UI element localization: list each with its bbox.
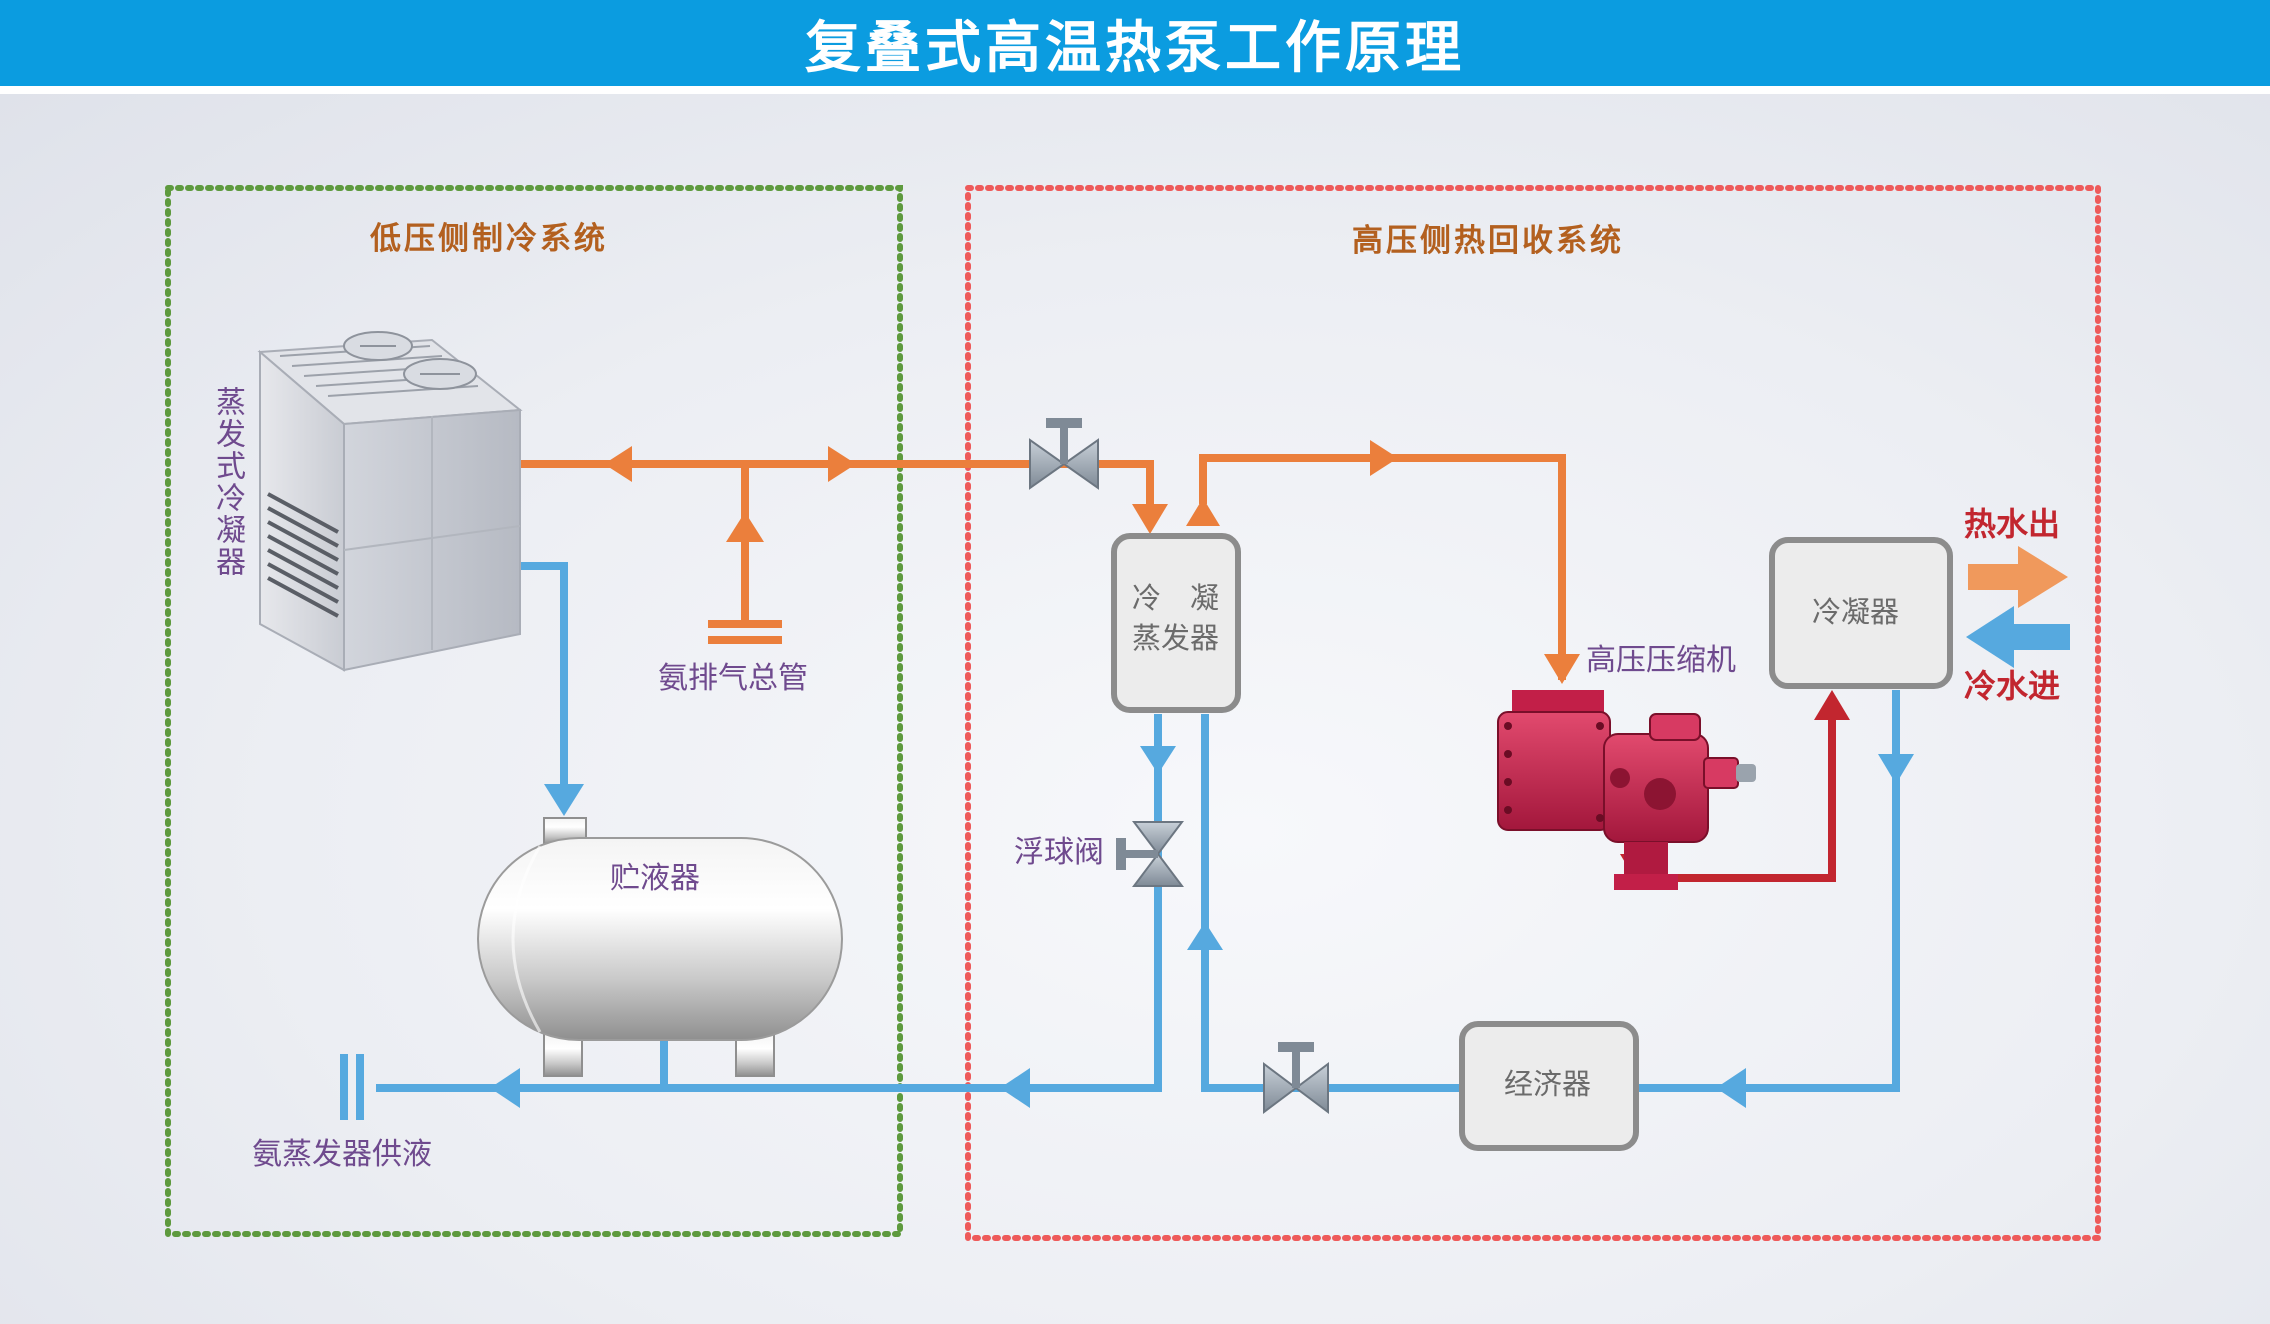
page-title-bar: 复叠式高温热泵工作原理: [0, 0, 2270, 86]
low-pressure-section-border: [165, 185, 903, 1237]
page-title: 复叠式高温热泵工作原理: [805, 15, 1465, 81]
cold-water-arrow: [1966, 606, 2070, 668]
ammonia-supply-bar-1: [340, 1054, 348, 1120]
blue-arrow-down-to-receiver: [544, 784, 584, 816]
condenser-box: [1769, 537, 1953, 689]
expansion-valve-bottom: [1263, 1042, 1329, 1114]
high-pressure-section-border: [965, 185, 2101, 1241]
red-arrow-up: [1814, 690, 1850, 720]
orange-arrow-left: [604, 446, 632, 482]
evaporative-condenser-label: 蒸发式冷凝器: [210, 386, 245, 578]
blue-arrow-left-mid: [1000, 1068, 1030, 1108]
diagram-canvas: 低压侧制冷系统 高压侧热回收系统 蒸发式冷凝器 氨排气总管 贮液器 氨蒸发器供液…: [0, 94, 2270, 1324]
cold-water-in-label: 冷水进: [1964, 667, 2061, 705]
orange-arrow-down-to-condevap: [1132, 504, 1168, 534]
ammonia-exhaust-header-label: 氨排气总管: [658, 661, 808, 696]
orange-arrows: [604, 440, 1580, 684]
economizer-label: 经济器: [1504, 1067, 1592, 1101]
orange-arrow-down-to-compressor: [1544, 654, 1580, 684]
blue-arrow-down-condenser: [1878, 754, 1914, 784]
condensing-evaporator-label-line2: 蒸发器: [1132, 621, 1220, 655]
ammonia-supply-bar-2: [356, 1054, 364, 1120]
orange-arrow-right: [828, 446, 856, 482]
orange-arrow-right-top: [1370, 440, 1398, 476]
low-pressure-system-title: 低压侧制冷系统: [370, 221, 608, 257]
condenser-label: 冷凝器: [1812, 595, 1900, 629]
blue-arrow-down-condevap: [1140, 746, 1176, 774]
high-pressure-compressor: [1497, 690, 1756, 890]
receiver-label: 贮液器: [610, 861, 700, 896]
float-valve-symbol: [1116, 821, 1184, 887]
orange-arrow-up: [726, 512, 764, 542]
economizer-box: [1459, 1021, 1639, 1151]
diagram-svg: [165, 185, 2101, 1241]
orange-arrow-up-from-condevap: [1186, 498, 1220, 526]
receiver-tank: [477, 817, 843, 1077]
title-underline: [0, 86, 2270, 94]
blue-arrow-up-return: [1187, 922, 1223, 950]
high-pressure-system-title: 高压侧热回收系统: [1352, 223, 1624, 259]
ammonia-exhaust-cap-bottom: [708, 636, 782, 644]
evaporative-condenser-unit: [257, 331, 523, 672]
high-pressure-compressor-label: 高压压缩机: [1586, 643, 1736, 678]
orange-pipes: [520, 454, 1566, 680]
blue-arrows: [490, 746, 1914, 1108]
condensing-evaporator-box: [1111, 533, 1241, 713]
condensing-evaporator-label-line1: 冷 凝: [1132, 581, 1220, 615]
hot-water-arrow: [1968, 546, 2068, 608]
expansion-valve-top: [1029, 418, 1099, 490]
hot-water-out-label: 热水出: [1964, 505, 2061, 543]
blue-arrow-left-economizer: [1716, 1068, 1746, 1108]
blue-arrow-left-supply: [490, 1068, 520, 1108]
ammonia-evaporator-supply-label: 氨蒸发器供液: [252, 1137, 432, 1172]
ammonia-exhaust-cap-top: [708, 620, 782, 628]
float-valve-label: 浮球阀: [1014, 835, 1104, 870]
